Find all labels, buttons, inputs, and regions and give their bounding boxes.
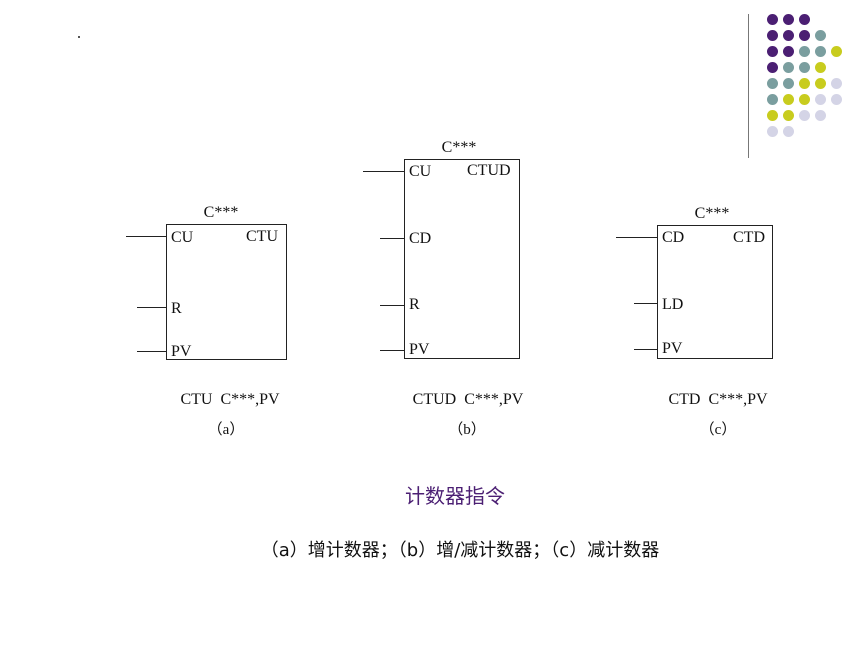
input-label-cu: CU <box>409 163 432 180</box>
yellow-dot <box>815 78 826 89</box>
teal-dot <box>783 62 794 73</box>
block-body <box>166 224 287 360</box>
lavender-dot <box>783 126 794 137</box>
yellow-dot <box>783 110 794 121</box>
input-wire-pv <box>634 349 657 350</box>
block-sublabel: （c） <box>699 422 737 438</box>
lavender-dot <box>815 94 826 105</box>
input-wire-cu <box>363 171 404 172</box>
teal-dot <box>783 78 794 89</box>
input-label-cd: CD <box>409 230 432 247</box>
input-label-cu: CU <box>171 229 194 246</box>
yellow-dot <box>767 110 778 121</box>
input-label-cd: CD <box>662 229 685 246</box>
yellow-dot <box>783 94 794 105</box>
input-wire-cd <box>380 238 404 239</box>
figure-subtitle: （a）增计数器；（b）增/减计数器；（c）减计数器 <box>260 540 660 561</box>
input-label-pv: PV <box>171 343 192 360</box>
purple-dot <box>783 30 794 41</box>
purple-dot <box>767 30 778 41</box>
input-wire-pv <box>380 350 404 351</box>
block-body <box>657 225 773 359</box>
purple-dot <box>799 30 810 41</box>
input-wire-cd <box>616 237 657 238</box>
input-label-pv: PV <box>662 340 683 357</box>
figure-title: 计数器指令 <box>405 484 505 508</box>
teal-dot <box>799 62 810 73</box>
lavender-dot <box>767 126 778 137</box>
input-label-r: R <box>171 300 182 317</box>
input-label-r: R <box>409 296 420 313</box>
lavender-dot <box>799 110 810 121</box>
input-label-pv: PV <box>409 341 430 358</box>
decorative-vertical-rule <box>748 14 749 158</box>
stray-dot <box>78 36 80 38</box>
block-title: C*** <box>694 205 730 222</box>
block-sublabel: （a） <box>207 422 245 438</box>
block-type-label: CTUD <box>467 162 511 179</box>
block-sublabel: （b） <box>448 422 486 438</box>
yellow-dot <box>799 94 810 105</box>
teal-dot <box>767 78 778 89</box>
instruction-text: CTU C***,PV <box>180 391 280 408</box>
input-wire-r <box>137 307 166 308</box>
instruction-text: CTUD C***,PV <box>412 391 524 408</box>
input-label-ld: LD <box>662 296 684 313</box>
purple-dot <box>767 62 778 73</box>
teal-dot <box>767 94 778 105</box>
purple-dot <box>767 46 778 57</box>
purple-dot <box>783 46 794 57</box>
teal-dot <box>799 46 810 57</box>
yellow-dot <box>831 46 842 57</box>
teal-dot <box>815 46 826 57</box>
block-title: C*** <box>203 204 239 221</box>
yellow-dot <box>815 62 826 73</box>
instruction-text: CTD C***,PV <box>668 391 768 408</box>
block-body <box>404 159 520 359</box>
block-title: C*** <box>441 139 477 156</box>
block-type-label: CTU <box>246 228 278 245</box>
purple-dot <box>783 14 794 25</box>
lavender-dot <box>831 94 842 105</box>
input-wire-ld <box>634 303 657 304</box>
block-type-label: CTD <box>733 229 765 246</box>
teal-dot <box>815 30 826 41</box>
lavender-dot <box>815 110 826 121</box>
purple-dot <box>799 14 810 25</box>
yellow-dot <box>799 78 810 89</box>
purple-dot <box>767 14 778 25</box>
lavender-dot <box>831 78 842 89</box>
input-wire-pv <box>137 351 166 352</box>
input-wire-r <box>380 305 404 306</box>
input-wire-cu <box>126 236 166 237</box>
